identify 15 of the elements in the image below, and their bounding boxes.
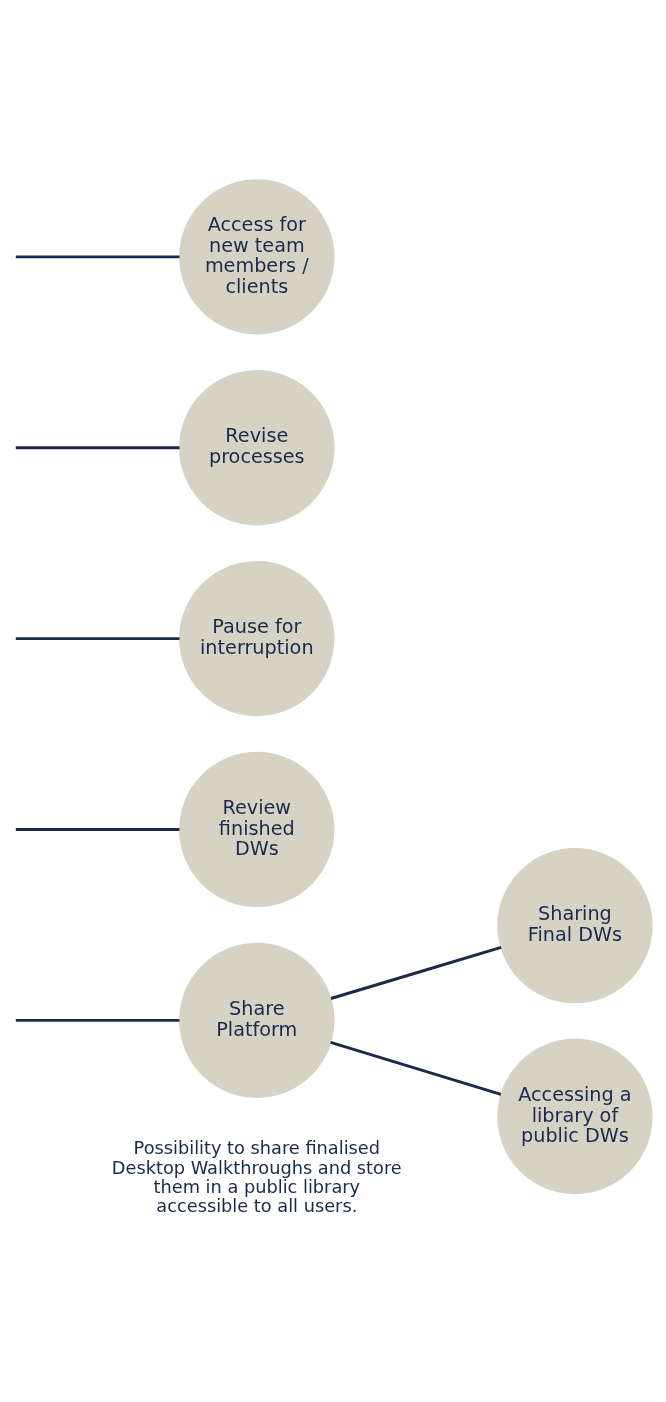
connector [15,254,180,258]
node-circle: Revise processes [179,369,335,525]
connector [330,945,502,1000]
node-label: Possibility to share finalised Desktop Walkthroughs and store them in a public library accessible to all users. [111,1137,402,1216]
node-circle: Pause for interruption [179,560,335,716]
node-circle: Access for new team members / clients [179,178,335,335]
connector [15,827,180,831]
connector [15,636,180,640]
connector [15,445,180,449]
connector [330,1040,502,1096]
node-circle: Review finished DWs [179,751,335,907]
node-circle: Accessing a library of public DWs [497,1038,653,1194]
node-circle: Sharing Final DWs [497,847,653,1003]
connector [15,1018,180,1022]
node-circle: Share Platform [179,942,335,1098]
